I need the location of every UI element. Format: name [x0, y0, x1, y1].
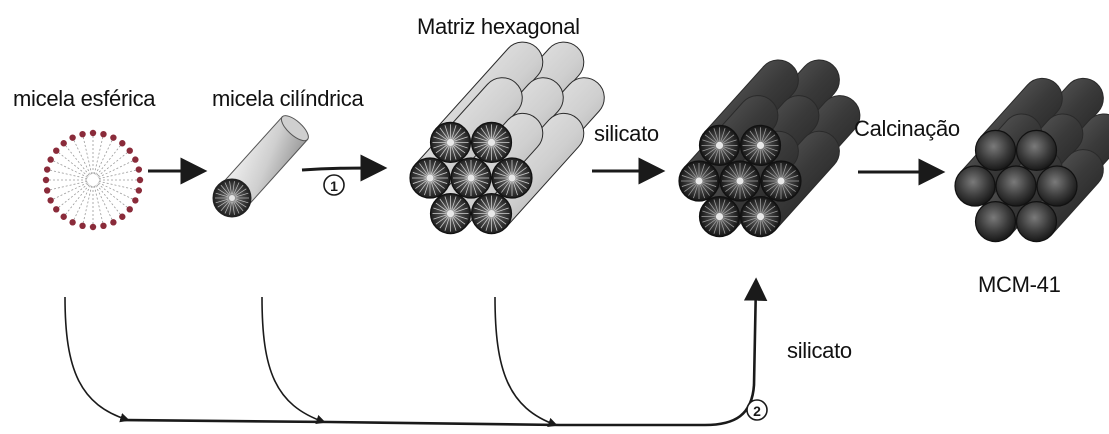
route-1-marker: 1: [324, 175, 344, 195]
label-silicate-bottom: silicato: [787, 338, 852, 364]
cylindrical-micelle-graphic: [213, 112, 312, 217]
label-calcination: Calcinação: [854, 116, 960, 142]
route2-curve-2: [262, 297, 324, 422]
arrow-route-1: [302, 168, 382, 170]
label-cylindrical-micelle: micela cilíndrica: [212, 86, 363, 112]
spherical-micelle-graphic: [43, 130, 143, 230]
svg-text:1: 1: [330, 178, 338, 194]
route2-curve-1: [65, 297, 128, 420]
label-mcm41: MCM-41: [978, 272, 1061, 298]
hexagonal-matrix-graphic: [410, 42, 604, 233]
route-2-marker: 2: [747, 400, 767, 420]
route2-curve-3: [495, 297, 556, 425]
mcm41-graphic: [955, 78, 1109, 241]
label-hexagonal-matrix: Matriz hexagonal: [417, 14, 580, 40]
route2-baseline-arrow: [120, 282, 756, 425]
label-silicate-top: silicato: [594, 121, 659, 147]
svg-text:2: 2: [753, 403, 761, 419]
label-spherical-micelle: micela esférica: [13, 86, 155, 112]
silicate-coated-matrix-graphic: [679, 60, 860, 237]
